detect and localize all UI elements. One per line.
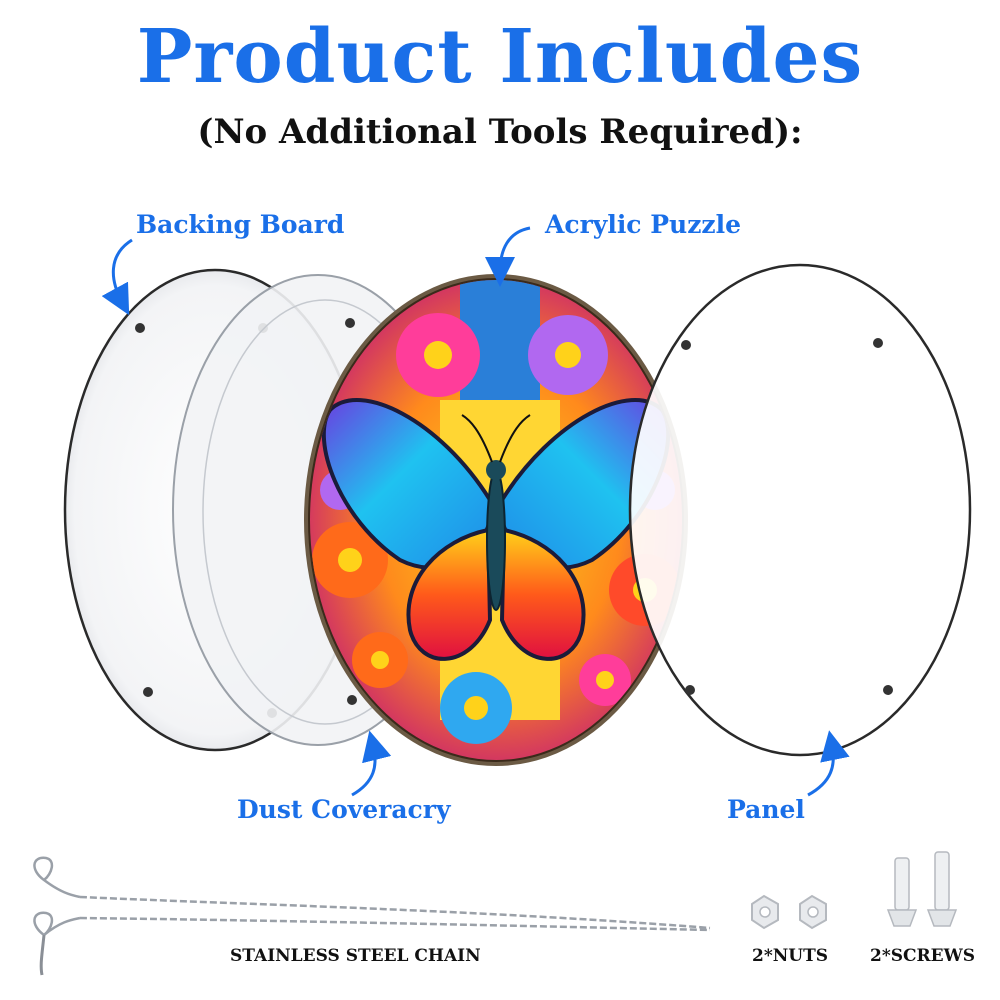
screws [886,851,958,927]
arrow-panel [807,730,850,797]
label-screws: 2*SCREWS [870,946,975,966]
page-subtitle: (No Additional Tools Required): [197,112,803,152]
steel-chain [33,856,711,976]
page-title: Product Includes [136,14,864,100]
arrow-backing-board [101,238,133,316]
label-chain: STAINLESS STEEL CHAIN [230,946,481,966]
nuts [751,894,827,930]
front-panel-disc [628,263,972,757]
label-acrylic-puzzle: Acrylic Puzzle [545,210,742,239]
label-backing-board: Backing Board [136,210,345,239]
label-nuts: 2*NUTS [752,946,829,966]
arrow-dust-cover [351,730,392,797]
label-panel: Panel [727,795,805,824]
arrow-acrylic-puzzle [485,226,531,287]
acrylic-puzzle-disc [304,274,688,766]
label-dust-cover: Dust Coveracry [237,795,451,824]
